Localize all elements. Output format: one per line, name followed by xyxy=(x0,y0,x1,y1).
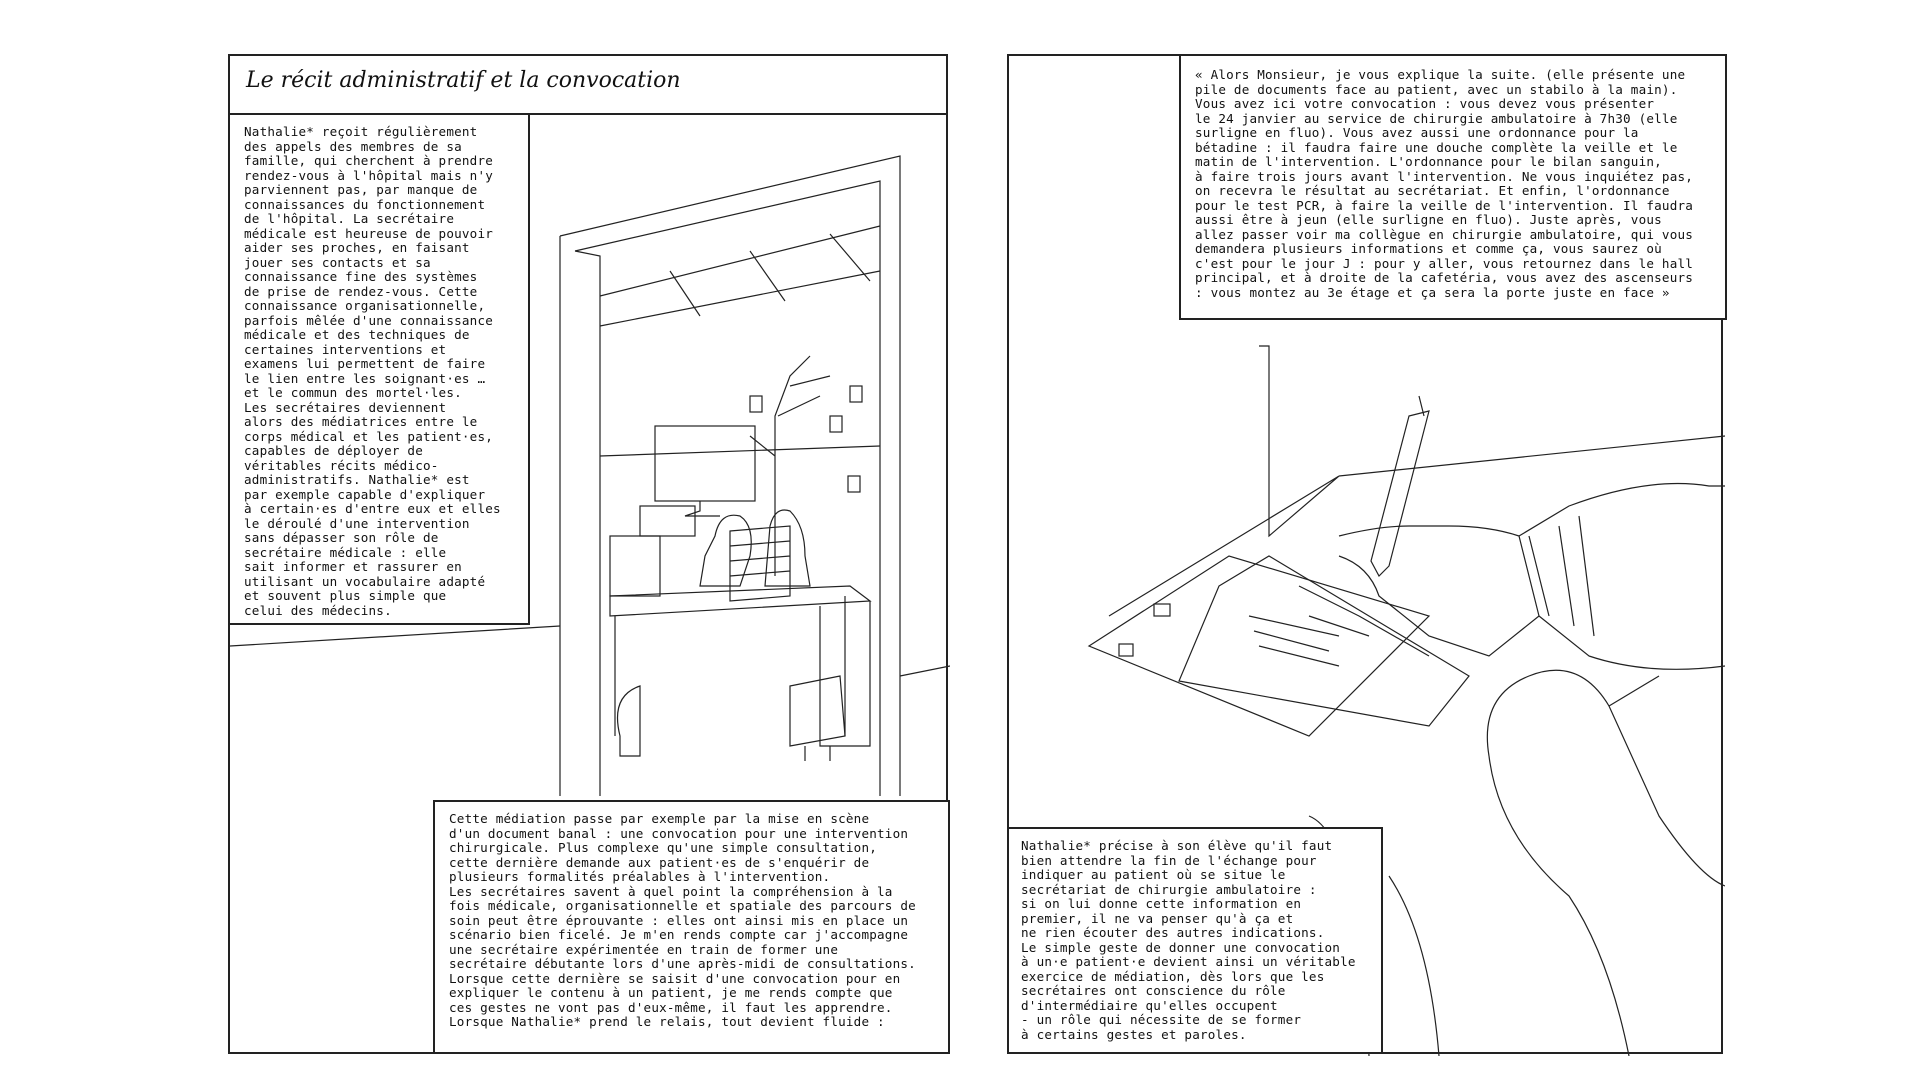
dialogue-quote: « Alors Monsieur, je vous explique la su… xyxy=(1195,67,1694,300)
hands-with-documents-illustration xyxy=(1087,345,1725,1056)
dialogue-panel: « Alors Monsieur, je vous explique la su… xyxy=(1179,54,1727,320)
intro-text: Nathalie* reçoit régulièrement des appel… xyxy=(244,124,501,618)
left-comic-page: Le récit administratif et la convocation… xyxy=(228,54,950,1054)
mediation-text: Cette médiation passe par exemple par la… xyxy=(449,811,916,1029)
intro-text-panel: Nathalie* reçoit régulièrement des appel… xyxy=(228,113,530,625)
conclusion-text-panel: Nathalie* précise à son élève qu'il faut… xyxy=(1007,827,1383,1054)
office-doorway-illustration xyxy=(230,155,950,796)
title-panel: Le récit administratif et la convocation xyxy=(228,54,948,115)
conclusion-text: Nathalie* précise à son élève qu'il faut… xyxy=(1021,838,1356,1042)
right-comic-page: « Alors Monsieur, je vous explique la su… xyxy=(1007,54,1727,1056)
mediation-text-panel: Cette médiation passe par exemple par la… xyxy=(433,800,950,1054)
page-title: Le récit administratif et la convocation xyxy=(246,68,681,93)
